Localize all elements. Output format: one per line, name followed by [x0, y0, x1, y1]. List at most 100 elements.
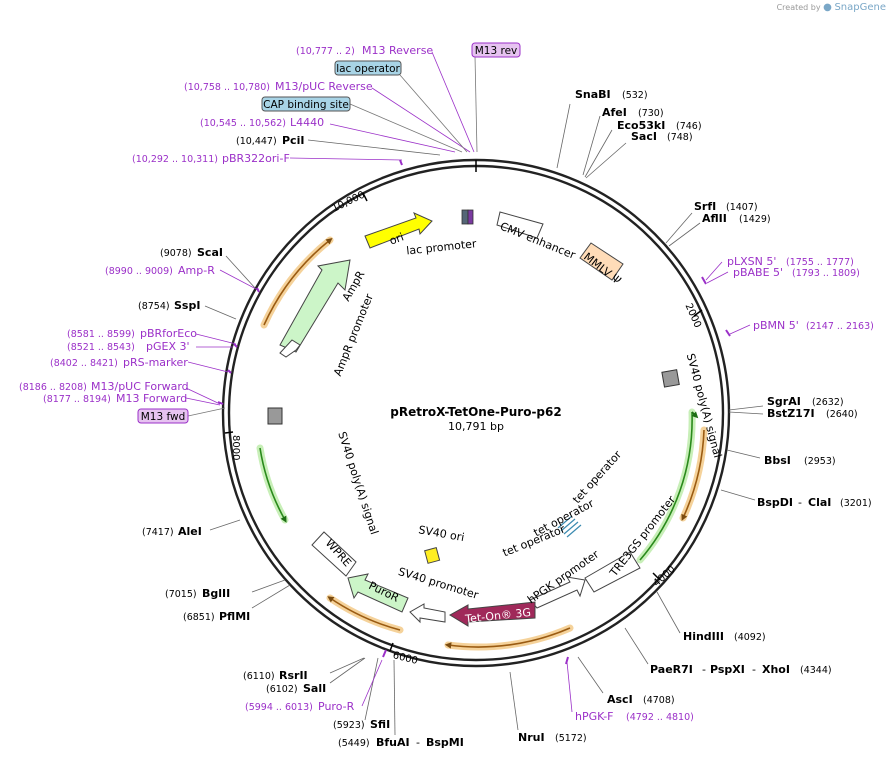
enzyme-asci[interactable]: AscI (4708): [607, 693, 675, 706]
position-ticks: [224, 160, 703, 652]
enzyme-bfuai-bspmi[interactable]: (5449) BfuAI - BspMI: [338, 736, 464, 749]
svg-text:AfeI: AfeI: [602, 106, 627, 119]
puror-arrow: [347, 573, 409, 613]
enzyme-sspi[interactable]: (8754) SspI: [138, 299, 200, 312]
enzyme-srfi[interactable]: SrfI (1407): [694, 200, 758, 213]
enzyme-pcii[interactable]: (10,447) PciI: [236, 134, 304, 147]
box-cap-binding-site[interactable]: CAP binding site: [261, 96, 351, 112]
svg-text:XhoI: XhoI: [762, 663, 790, 676]
primer-pbr322ori-f[interactable]: (10,292 .. 10,311) pBR322ori-F: [132, 152, 290, 165]
svg-text:SfiI: SfiI: [370, 718, 390, 731]
enzyme-bstz17i[interactable]: BstZ17I (2640): [767, 407, 858, 420]
primer-l4440[interactable]: (10,545 .. 10,562) L4440: [200, 116, 324, 129]
svg-text:(2147 .. 2163): (2147 .. 2163): [806, 321, 874, 332]
cmv-enhancer-shape: [496, 211, 544, 239]
enzyme-sgrai[interactable]: SgrAI (2632): [767, 395, 844, 408]
ampr-promoter-arrow: [279, 339, 301, 358]
svg-text:(4344): (4344): [800, 665, 832, 676]
enzyme-bglii[interactable]: (7015) BglII: [165, 587, 230, 600]
svg-text:SacI: SacI: [631, 130, 657, 143]
primer-plxsn-5[interactable]: pLXSN 5' (1755 .. 1777): [727, 255, 854, 268]
svg-text:pLXSN 5': pLXSN 5': [727, 255, 776, 268]
wpre-shape: [311, 531, 357, 577]
svg-text:ClaI: ClaI: [808, 496, 831, 509]
svg-text:(8990 .. 9009): (8990 .. 9009): [105, 266, 173, 277]
enzyme-rsrii[interactable]: (6110) RsrII: [243, 669, 308, 682]
mmlv-psi-shape: [579, 242, 624, 281]
svg-text:(746): (746): [676, 121, 702, 132]
enzyme-saci[interactable]: SacI (748): [631, 130, 693, 143]
svg-text:ScaI: ScaI: [197, 246, 223, 259]
svg-text:(8754): (8754): [138, 301, 170, 312]
svg-text:Puro-R: Puro-R: [318, 700, 355, 713]
svg-text:(730): (730): [638, 108, 664, 119]
enzyme-alei[interactable]: (7417) AleI: [142, 525, 202, 538]
enzyme-leader-lines: [204, 103, 764, 736]
ori-arrow: [364, 212, 433, 249]
svg-text:-: -: [416, 736, 420, 749]
box-lac-operator[interactable]: lac operator: [334, 60, 402, 76]
primer-pgex-3[interactable]: (8521 .. 8543) pGEX 3': [67, 340, 190, 353]
enzyme-snabi[interactable]: SnaBI (532): [575, 88, 648, 101]
enzyme-eco53ki[interactable]: Eco53kI (746): [617, 119, 702, 132]
tet-operator-marks: [557, 515, 582, 538]
svg-text:(8402 .. 8421): (8402 .. 8421): [50, 358, 118, 369]
primer-m13-reverse[interactable]: (10,777 .. 2) M13 Reverse: [296, 44, 433, 57]
tre3gs-promoter-shape: [584, 551, 641, 593]
svg-text:(5994 .. 6013): (5994 .. 6013): [245, 702, 313, 713]
enzyme-aflii[interactable]: AflII (1429): [702, 212, 771, 225]
sv40-polya-arcs: [256, 408, 699, 564]
svg-text:M13 Forward: M13 Forward: [116, 392, 187, 405]
svg-text:Eco53kI: Eco53kI: [617, 119, 665, 132]
svg-text:(4792 .. 4810): (4792 .. 4810): [626, 712, 694, 723]
svg-text:AflII: AflII: [702, 212, 727, 225]
primer-puro-r[interactable]: (5994 .. 6013) Puro-R: [245, 700, 355, 713]
sv40-ori-yellow-box: [424, 547, 441, 564]
svg-text:pGEX 3': pGEX 3': [146, 340, 190, 353]
enzyme-paer7i-pspxi-xhoi[interactable]: PaeR7I - PspXI - XhoI (4344): [650, 663, 832, 676]
svg-text:(748): (748): [667, 132, 693, 143]
svg-text:SrfI: SrfI: [694, 200, 716, 213]
feature-shapes: [267, 209, 680, 627]
label-sv40-polya-left: SV40 poly(A) signal: [335, 430, 381, 536]
enzyme-hindiii[interactable]: HindIII (4092): [683, 630, 766, 643]
enzyme-scai[interactable]: (9078) ScaI: [160, 246, 223, 259]
plasmid-length: 10,791 bp: [448, 420, 504, 433]
svg-text:M13 Reverse: M13 Reverse: [362, 44, 433, 57]
primer-m13-forward[interactable]: (8177 .. 8194) M13 Forward: [43, 392, 187, 405]
enzyme-nrui[interactable]: NruI (5172): [518, 731, 587, 744]
svg-text:(7015): (7015): [165, 589, 197, 600]
label-sv40-ori: SV40 ori: [417, 523, 465, 544]
svg-text:BspDI: BspDI: [757, 496, 793, 509]
primer-amp-r[interactable]: (8990 .. 9009) Amp-R: [105, 264, 215, 277]
svg-text:(1407): (1407): [726, 202, 758, 213]
box-m13-fwd[interactable]: M13 fwd: [137, 408, 189, 424]
primer-pbrforeco[interactable]: (8581 .. 8599) pBRforEco: [67, 327, 197, 340]
svg-text:(8581 .. 8599): (8581 .. 8599): [67, 329, 135, 340]
box-m13-rev[interactable]: M13 rev: [471, 42, 521, 58]
svg-text:HindIII: HindIII: [683, 630, 724, 643]
primer-prs-marker[interactable]: (8402 .. 8421) pRS-marker: [50, 356, 188, 369]
svg-text:(6110): (6110): [243, 671, 275, 682]
svg-text:(5923): (5923): [333, 720, 365, 731]
svg-text:PflMI: PflMI: [219, 610, 250, 623]
primer-pbabe-5[interactable]: pBABE 5' (1793 .. 1809): [733, 266, 860, 279]
primer-m13-puc-forward[interactable]: (8186 .. 8208) M13/pUC Forward: [19, 380, 189, 393]
enzyme-bbsi[interactable]: BbsI (2953): [764, 454, 836, 467]
primer-pbmn-5[interactable]: pBMN 5' (2147 .. 2163): [753, 319, 874, 332]
svg-text:pBMN 5': pBMN 5': [753, 319, 799, 332]
svg-text:pBR322ori-F: pBR322ori-F: [222, 152, 290, 165]
primer-m13-puc-reverse[interactable]: (10,758 .. 10,780) M13/pUC Reverse: [184, 80, 373, 93]
enzyme-pflmi[interactable]: (6851) PflMI: [183, 610, 250, 623]
primer-site-mark: [467, 209, 474, 225]
svg-text:(2640): (2640): [826, 409, 858, 420]
svg-text:-: -: [798, 496, 802, 509]
ampr-arrow: [279, 259, 351, 353]
enzyme-sali[interactable]: (6102) SalI: [266, 682, 326, 695]
enzyme-sfii[interactable]: (5923) SfiI: [333, 718, 390, 731]
plasmid-title: pRetroX-TetOne-Puro-p62: [390, 405, 561, 419]
enzyme-bspdi-clai[interactable]: BspDI - ClaI (3201): [757, 496, 872, 509]
svg-text:(10,545 .. 10,562): (10,545 .. 10,562): [200, 118, 286, 129]
primer-hpgk-f[interactable]: hPGK-F (4792 .. 4810): [575, 710, 694, 723]
enzyme-afei[interactable]: AfeI (730): [602, 106, 664, 119]
